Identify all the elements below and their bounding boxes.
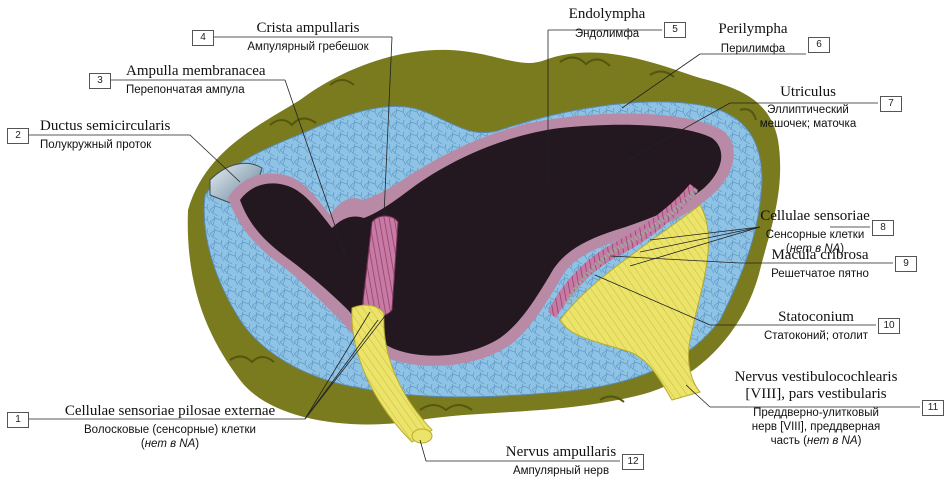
label-number-6: 6 [808,37,830,53]
label-2-latin: Ductus semicircularis [40,118,170,135]
label-9-latin: Macula cribrosa [750,247,890,264]
label-4: Crista ampullaris Ампулярный гребешок [218,20,398,54]
label-10: Statoconium Статоконий; отолит [756,309,876,343]
label-2: Ductus semicircularis Полукружный проток [40,118,170,152]
label-11-russian-3: часть (нет в NA) [716,434,916,448]
label-12-russian: Ампулярный нерв [496,464,626,478]
label-6-latin: Perilympha [700,21,806,38]
label-12-latin: Nervus ampullaris [496,444,626,461]
label-2-russian: Полукружный проток [40,138,170,152]
label-6: Perilympha Перилимфа [700,21,806,56]
label-number-2: 2 [7,128,29,144]
label-3-russian: Перепончатая ампула [126,83,266,97]
label-5-latin: Endolympha [552,6,662,23]
label-number-9: 9 [895,256,917,272]
label-number-3: 3 [89,73,111,89]
label-1-latin: Cellulae sensoriae pilosae externae [40,403,300,420]
label-4-russian: Ампулярный гребешок [218,40,398,54]
label-11-latin-2: [VIII], pars vestibularis [716,386,916,403]
label-8-latin: Cellulae sensoriae [760,208,870,225]
label-number-4: 4 [192,30,214,46]
label-11-russian: Преддверно-улитковый [716,406,916,420]
label-3: Ampulla membranacea Перепончатая ампула [126,63,266,97]
label-number-11: 11 [922,400,944,416]
label-10-latin: Statoconium [756,309,876,326]
label-5: Endolympha Эндолимфа [552,6,662,41]
label-7-russian-2: мешочек; маточка [740,117,876,131]
label-11-latin: Nervus vestibulocochlearis [716,369,916,386]
label-7-russian: Эллиптический [740,103,876,117]
label-number-7: 7 [880,96,902,112]
label-9-russian: Решетчатое пятно [750,267,890,281]
label-9: Macula cribrosa Решетчатое пятно [750,247,890,281]
label-11-russian-2: нерв [VIII], преддверная [716,420,916,434]
label-10-russian: Статоконий; отолит [756,329,876,343]
label-number-8: 8 [872,220,894,236]
label-3-latin: Ampulla membranacea [126,63,266,80]
label-12: Nervus ampullaris Ампулярный нерв [496,444,626,478]
label-11: Nervus vestibulocochlearis [VIII], pars … [716,369,916,448]
label-number-5: 5 [664,22,686,38]
label-1-note: (нет в NA) [40,437,300,451]
label-8-russian: Сенсорные клетки [760,228,870,242]
label-7-latin: Utriculus [740,84,876,101]
label-1: Cellulae sensoriae pilosae externae Воло… [40,403,300,451]
label-1-russian: Волосковые (сенсорные) клетки [40,423,300,437]
label-4-latin: Crista ampullaris [218,20,398,37]
label-number-10: 10 [878,318,900,334]
label-6-russian: Перилимфа [700,42,806,56]
label-5-russian: Эндолимфа [552,27,662,41]
label-7: Utriculus Эллиптический мешочек; маточка [740,84,876,131]
label-number-1: 1 [7,412,29,428]
